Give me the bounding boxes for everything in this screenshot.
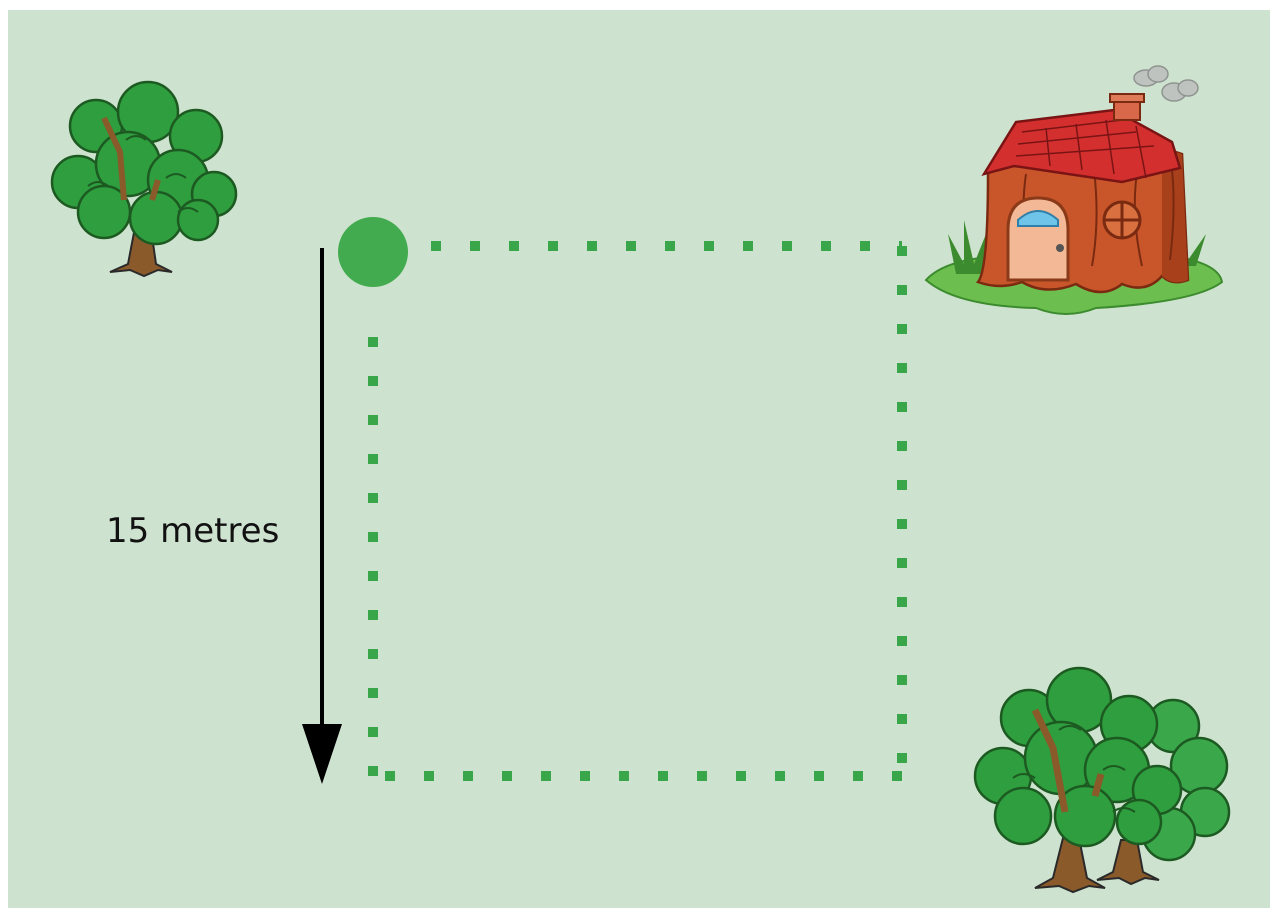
diagram-canvas: 15 metres — [8, 10, 1270, 908]
measurement-label: 15 metres — [106, 511, 279, 551]
start-point-marker — [338, 217, 408, 287]
